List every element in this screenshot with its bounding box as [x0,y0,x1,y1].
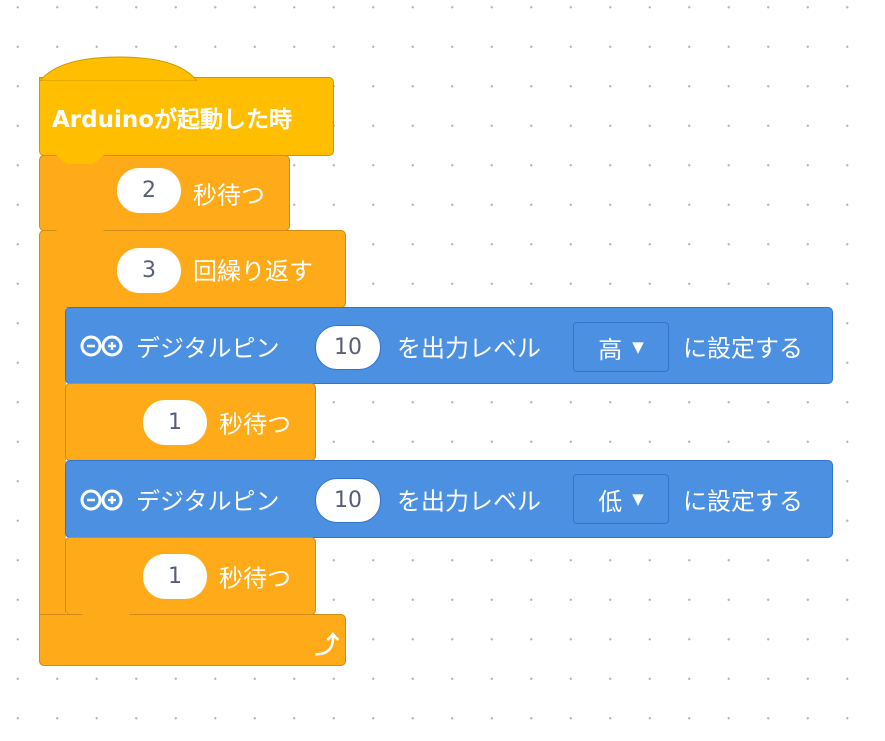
wait-block[interactable]: 1 秒待つ [65,383,316,469]
digital-pin-write-block[interactable]: デジタルピン 10 を出力レベル 低▼ に設定する [65,460,833,546]
loop-arrow-icon: ⤴ [315,631,339,659]
wait-label: 秒待つ [193,181,265,210]
level-value: 低 [598,487,623,516]
dropdown-arrow-icon: ▼ [632,338,644,356]
set-label: に設定する [683,487,803,516]
level-dropdown[interactable]: 高▼ [573,322,669,372]
digital-pin-write-block[interactable]: デジタルピン 10 を出力レベル 高▼ に設定する [65,307,833,392]
when-arduino-starts-block[interactable]: Arduinoが起動した時 [39,77,334,164]
level-label: を出力レベル [397,334,541,362]
pin-label: デジタルピン [136,334,280,362]
dropdown-arrow-icon: ▼ [632,490,644,508]
wait-block[interactable]: 1 秒待つ [65,537,316,623]
arduino-icon [79,488,125,516]
repeat-label: 回繰り返す [193,257,313,286]
pin-number-input[interactable]: 10 [315,478,381,523]
wait-seconds-input[interactable]: 1 [143,554,207,599]
pin-label: デジタルピン [136,487,280,516]
wait-label: 秒待つ [219,564,291,593]
repeat-block[interactable]: 3 回繰り返す ⤴ [39,230,346,666]
arduino-icon [79,334,125,362]
set-label: に設定する [683,334,803,362]
level-dropdown[interactable]: 低▼ [573,474,669,524]
wait-block[interactable]: 2 秒待つ [39,155,290,239]
pin-number-input[interactable]: 10 [315,325,381,370]
wait-label: 秒待つ [219,410,291,439]
hat-label: Arduinoが起動した時 [52,106,293,133]
level-label: を出力レベル [397,487,541,516]
wait-seconds-input[interactable]: 2 [117,168,181,213]
hat-cap [39,56,198,81]
level-value: 高 [598,335,623,364]
repeat-count-input[interactable]: 3 [117,248,181,293]
wait-seconds-input[interactable]: 1 [143,400,207,445]
